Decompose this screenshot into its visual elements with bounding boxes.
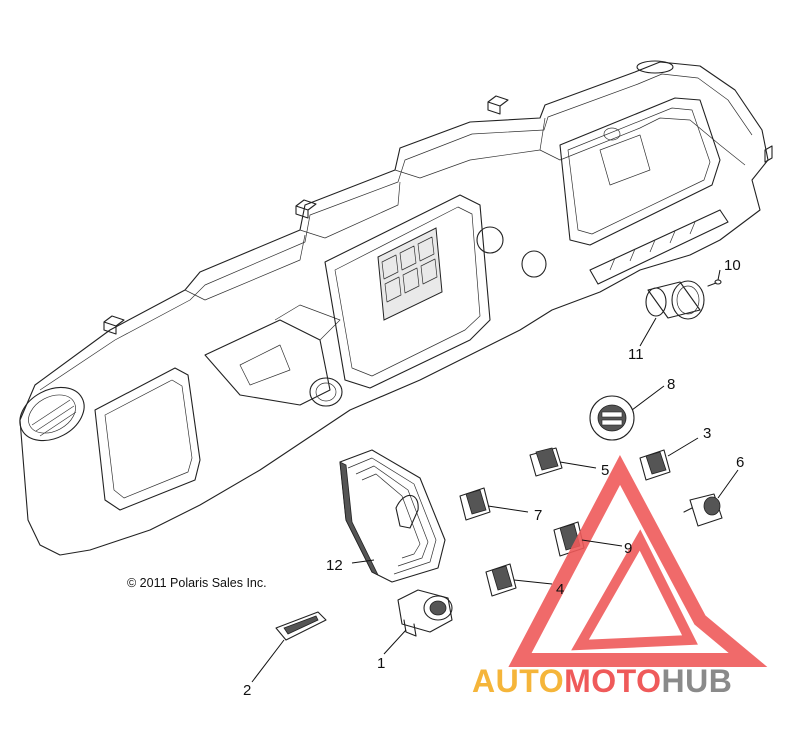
part-7-rocker-switch xyxy=(459,487,491,521)
part-8-power-socket xyxy=(589,395,635,441)
part-1-ignition-switch xyxy=(397,589,453,637)
callout-9: 9 xyxy=(624,540,632,557)
part-2-badge xyxy=(275,611,327,641)
callout-7: 7 xyxy=(534,507,542,524)
copyright-text: © 2011 Polaris Sales Inc. xyxy=(127,576,267,590)
part-4-rocker-switch xyxy=(485,563,517,597)
part-6-accessory-socket xyxy=(683,493,723,527)
callout-12: 12 xyxy=(326,557,343,574)
callout-5: 5 xyxy=(601,462,609,479)
watermark-logo xyxy=(508,455,768,667)
callout-11: 11 xyxy=(628,346,644,363)
part-12-shift-boot xyxy=(339,449,446,583)
part-5-rocker-switch xyxy=(529,447,563,477)
callout-labels: 1 2 3 4 5 6 7 8 9 10 11 12 xyxy=(243,257,744,699)
watermark-hub: HUB xyxy=(661,663,732,699)
dashboard-panel xyxy=(19,60,773,556)
callout-8: 8 xyxy=(667,376,675,393)
callout-10: 10 xyxy=(724,257,741,274)
part-10-screw xyxy=(707,279,722,287)
callout-6: 6 xyxy=(736,454,744,471)
watermark-moto: MOTO xyxy=(564,663,661,699)
callout-4: 4 xyxy=(556,581,564,598)
part-3-rocker-switch xyxy=(639,449,671,481)
callout-1: 1 xyxy=(377,655,385,672)
callout-2: 2 xyxy=(243,682,251,699)
watermark-text: AUTOMOTOHUB xyxy=(472,663,732,699)
part-11-gauge-cup xyxy=(645,280,705,320)
callout-3: 3 xyxy=(703,425,711,442)
watermark-auto: AUTO xyxy=(472,663,564,699)
leader-lines xyxy=(251,269,739,683)
